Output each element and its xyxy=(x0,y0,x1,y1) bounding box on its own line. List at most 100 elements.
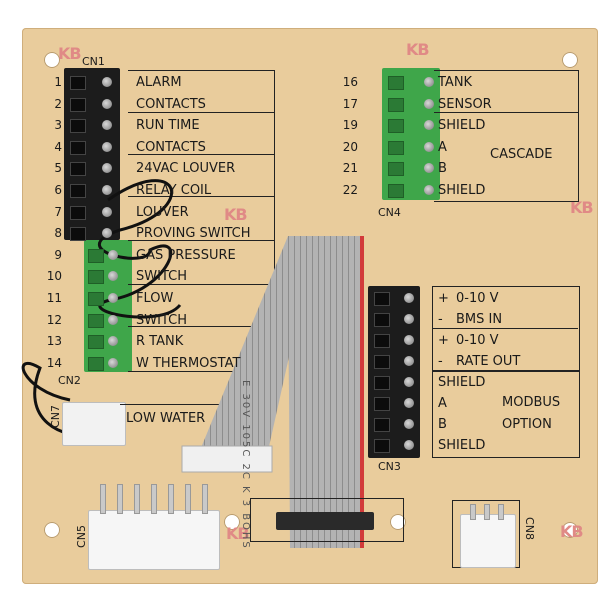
mount-hole-bottom-right xyxy=(562,522,578,538)
low-water-label: LOW WATER xyxy=(126,411,206,426)
modbus-row: SHIELD xyxy=(438,375,486,390)
terminal-slot xyxy=(388,162,404,176)
terminal-slot xyxy=(388,97,404,112)
pin-label: LOUVER xyxy=(136,204,189,220)
analog-label: 0-10 V xyxy=(456,291,499,306)
left-label-frame xyxy=(128,70,275,372)
terminal-screw xyxy=(404,440,414,450)
cn5-connector xyxy=(88,510,220,570)
terminal-slot xyxy=(70,184,86,198)
pin-number: 16 xyxy=(342,75,358,89)
kb-logo: KB xyxy=(226,524,250,543)
kb-logo: KB xyxy=(406,40,430,59)
divider xyxy=(128,240,274,241)
terminal-screw xyxy=(102,185,112,195)
pin-label: R TANK xyxy=(136,334,184,350)
header-pin xyxy=(117,484,123,514)
pin-label: CONTACTS xyxy=(136,139,206,155)
header-pin xyxy=(151,484,157,514)
pin-label: B xyxy=(438,161,447,176)
terminal-slot xyxy=(70,97,86,112)
terminal-screw xyxy=(108,314,118,325)
pin-label: SHIELD xyxy=(438,118,486,133)
pin-label: SHIELD xyxy=(438,182,486,198)
terminal-screw xyxy=(404,398,414,408)
pin-label: GAS PRESSURE xyxy=(136,247,236,263)
analog-sign: + xyxy=(438,333,449,348)
terminal-slot xyxy=(88,335,104,350)
pin-label: W THERMOSTAT xyxy=(136,355,241,371)
pin-number: 1 xyxy=(54,75,62,89)
terminal-slot xyxy=(88,313,104,328)
pin-label: ALARM xyxy=(136,75,182,90)
cn8-connector xyxy=(460,514,516,568)
cascade-label: CASCADE xyxy=(490,147,553,162)
cn1-label: CN1 xyxy=(82,55,105,68)
terminal-slot xyxy=(70,205,86,220)
terminal-screw xyxy=(102,77,112,87)
terminal-screw xyxy=(404,377,414,387)
mount-hole-mid2 xyxy=(390,514,406,530)
analog-label: RATE OUT xyxy=(456,354,521,369)
terminal-slot xyxy=(70,162,86,177)
header-pin xyxy=(168,484,174,514)
terminal-screw xyxy=(102,98,112,109)
pin-number: 21 xyxy=(342,161,358,175)
ribbon-print: E 30V 105C 2C K 3 BOHS xyxy=(240,380,251,550)
terminal-slot xyxy=(88,248,104,263)
pin-label: SENSOR xyxy=(438,96,492,112)
terminal-screw xyxy=(404,293,414,303)
header-pin xyxy=(202,484,208,514)
terminal-slot xyxy=(374,439,390,453)
mount-hole-top-right xyxy=(562,52,578,68)
terminal-slot xyxy=(374,376,390,390)
pin-number: 20 xyxy=(342,139,358,154)
pin-label: RUN TIME xyxy=(136,118,200,134)
cn5-label: CN5 xyxy=(74,525,88,548)
pin-number: 5 xyxy=(54,161,62,176)
terminal-slot xyxy=(388,119,404,133)
modbus-subtitle: OPTION xyxy=(502,417,552,432)
pin-number: 9 xyxy=(54,247,62,262)
terminal-slot xyxy=(388,183,404,198)
terminal-screw xyxy=(108,293,118,303)
divider xyxy=(128,154,274,155)
divider xyxy=(434,112,578,113)
terminal-slot xyxy=(70,227,86,242)
terminal-screw xyxy=(108,336,118,347)
modbus-title: MODBUS xyxy=(502,395,561,410)
pin-number: 19 xyxy=(342,118,358,132)
analog-label: BMS IN xyxy=(456,312,503,327)
terminal-screw xyxy=(102,206,112,217)
terminal-slot xyxy=(70,76,86,90)
right-top-label-frame xyxy=(434,70,579,202)
modbus-frame xyxy=(432,370,580,458)
terminal-screw xyxy=(424,120,434,130)
terminal-screw xyxy=(424,141,434,152)
terminal-slot xyxy=(374,334,390,348)
terminal-screw xyxy=(404,419,414,429)
pin-number: 2 xyxy=(54,96,62,111)
terminal-slot xyxy=(374,292,390,306)
kb-logo: KB xyxy=(58,44,82,63)
terminal-screw xyxy=(102,141,112,152)
cn2-label: CN2 xyxy=(58,374,81,387)
terminal-screw xyxy=(108,357,118,368)
terminal-screw xyxy=(424,98,434,109)
mount-hole-bottom-left xyxy=(44,522,60,538)
cn4-terminal-block xyxy=(382,68,440,200)
divider xyxy=(128,326,274,327)
terminal-screw xyxy=(108,249,118,260)
terminal-slot xyxy=(374,355,390,369)
pin-number: 8 xyxy=(54,226,62,241)
pin-label: CONTACTS xyxy=(136,96,206,112)
mount-hole-top-left xyxy=(44,52,60,68)
analog-sign: - xyxy=(438,312,443,327)
pin-number: 11 xyxy=(46,291,62,305)
header-pin xyxy=(185,484,191,514)
pin-label: FLOW xyxy=(136,291,174,306)
pin-label: A xyxy=(438,139,447,155)
pin-label: 24VAC LOUVER xyxy=(136,161,236,177)
pin-number: 6 xyxy=(54,183,62,197)
